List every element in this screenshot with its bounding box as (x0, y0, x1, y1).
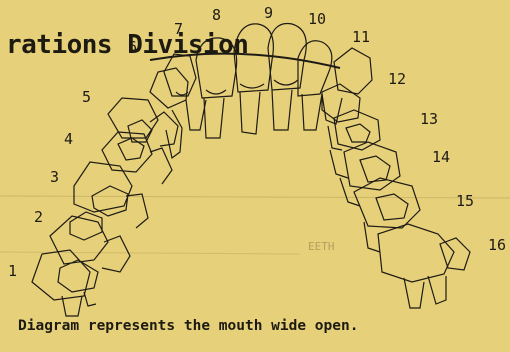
tooth-number-10: 10 (308, 10, 326, 28)
tooth-1-icon (32, 250, 96, 316)
tooth-15-icon (354, 178, 420, 252)
tooth-number-7: 7 (174, 20, 183, 38)
tooth-10-icon (268, 24, 306, 131)
tooth-number-15: 15 (456, 192, 474, 210)
tooth-number-5: 5 (82, 88, 91, 106)
tooth-6-icon (150, 68, 188, 158)
tooth-number-16: 16 (488, 236, 506, 254)
tooth-16-icon (378, 224, 454, 308)
bleed-through-text: EETH (308, 240, 335, 253)
tooth-number-14: 14 (432, 148, 450, 166)
tooth-number-8: 8 (212, 6, 221, 24)
tooth-3-icon (74, 162, 148, 228)
tooth-number-6: 6 (128, 38, 137, 56)
tooth-number-2: 2 (34, 208, 43, 226)
tooth-number-12: 12 (388, 70, 406, 88)
tooth-number-3: 3 (50, 168, 59, 186)
tooth-number-9: 9 (264, 4, 273, 22)
diagram-caption: Diagram represents the mouth wide open. (18, 318, 358, 334)
tooth-2-icon (50, 216, 130, 272)
tooth-number-4: 4 (64, 130, 73, 148)
tooth-number-11: 11 (352, 28, 370, 46)
tooth-4b-icon (118, 138, 144, 160)
tooth-5b-icon (128, 120, 152, 142)
tooth-14-icon (340, 142, 400, 206)
tooth-1b-icon (58, 260, 98, 292)
tooth-10b-icon (298, 41, 332, 130)
tooth-number-13: 13 (420, 110, 438, 128)
tooth-12-icon (322, 84, 360, 150)
tooth-number-1: 1 (8, 262, 17, 280)
